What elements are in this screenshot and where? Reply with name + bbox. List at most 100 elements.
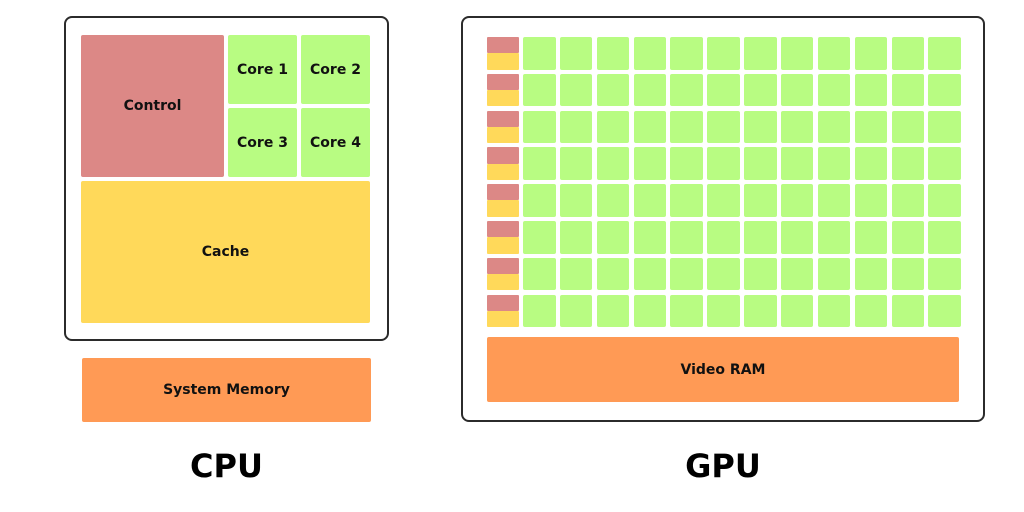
gpu-core — [633, 257, 667, 291]
video-ram-block: Video RAM — [487, 337, 959, 402]
gpu-core — [633, 294, 667, 328]
gpu-core — [559, 257, 593, 291]
gpu-core — [596, 37, 630, 70]
gpu-core — [707, 110, 740, 144]
gpu-cache-unit — [487, 274, 519, 291]
gpu-core — [559, 37, 593, 70]
gpu-cache-unit — [487, 126, 519, 144]
gpu-core — [523, 147, 556, 180]
gpu-core — [633, 110, 667, 144]
gpu-core — [817, 221, 851, 254]
gpu-core — [817, 37, 851, 70]
gpu-core — [633, 184, 667, 217]
gpu-core — [817, 294, 851, 328]
gpu-core — [596, 73, 630, 107]
gpu-control-unit — [487, 221, 519, 238]
gpu-core — [928, 221, 961, 254]
gpu-core — [854, 147, 888, 180]
gpu-core — [744, 110, 777, 144]
gpu-core — [891, 110, 924, 144]
gpu-core — [707, 294, 740, 328]
gpu-cache-unit — [487, 310, 519, 328]
gpu-core — [670, 257, 703, 291]
gpu-core — [891, 184, 924, 217]
gpu-core — [596, 147, 630, 180]
gpu-core — [891, 294, 924, 328]
gpu-core — [670, 184, 703, 217]
gpu-core — [633, 147, 667, 180]
gpu-core — [596, 221, 630, 254]
gpu-core — [744, 294, 777, 328]
gpu-core — [670, 147, 703, 180]
gpu-core — [928, 147, 961, 180]
gpu-core — [780, 294, 814, 328]
gpu-core — [854, 184, 888, 217]
gpu-core — [559, 184, 593, 217]
gpu-control-unit — [487, 110, 519, 127]
cpu-core-3: Core 3 — [228, 108, 297, 177]
gpu-control-unit — [487, 147, 519, 164]
gpu-core — [523, 184, 556, 217]
gpu-core — [670, 110, 703, 144]
gpu-core — [854, 221, 888, 254]
gpu-core — [523, 37, 556, 70]
gpu-core — [817, 73, 851, 107]
gpu-core — [780, 73, 814, 107]
gpu-core — [780, 147, 814, 180]
gpu-core — [891, 73, 924, 107]
gpu-core — [559, 110, 593, 144]
gpu-core — [928, 110, 961, 144]
gpu-core — [817, 257, 851, 291]
gpu-core — [744, 221, 777, 254]
cpu-core-1: Core 1 — [228, 35, 297, 104]
gpu-core — [744, 37, 777, 70]
gpu-control-unit — [487, 73, 519, 91]
gpu-core — [854, 294, 888, 328]
gpu-core — [780, 257, 814, 291]
gpu-core — [780, 221, 814, 254]
gpu-core — [744, 147, 777, 180]
gpu-core — [523, 294, 556, 328]
gpu-cache-unit — [487, 90, 519, 107]
cpu-core-2: Core 2 — [301, 35, 370, 104]
gpu-core — [707, 221, 740, 254]
gpu-core — [928, 257, 961, 291]
gpu-core — [596, 110, 630, 144]
gpu-core — [744, 257, 777, 291]
gpu-core — [633, 221, 667, 254]
gpu-control-unit — [487, 37, 519, 54]
gpu-core — [596, 257, 630, 291]
gpu-core — [707, 184, 740, 217]
gpu-core — [559, 147, 593, 180]
gpu-core — [817, 110, 851, 144]
gpu-core — [744, 184, 777, 217]
gpu-cache-unit — [487, 237, 519, 254]
gpu-core — [633, 37, 667, 70]
gpu-label: GPU — [685, 447, 761, 485]
gpu-core — [633, 73, 667, 107]
gpu-cache-unit — [487, 163, 519, 180]
gpu-core — [523, 110, 556, 144]
system-memory-block: System Memory — [82, 358, 371, 422]
gpu-core — [891, 147, 924, 180]
gpu-control-unit — [487, 294, 519, 311]
gpu-core — [707, 37, 740, 70]
gpu-core — [670, 221, 703, 254]
gpu-core — [780, 184, 814, 217]
gpu-core — [891, 37, 924, 70]
cpu-label: CPU — [190, 447, 263, 485]
gpu-core — [670, 73, 703, 107]
gpu-core — [596, 294, 630, 328]
cpu-control-block: Control — [81, 35, 224, 177]
gpu-core — [928, 294, 961, 328]
cpu-cache-block: Cache — [81, 181, 370, 323]
gpu-core — [780, 37, 814, 70]
gpu-core — [523, 221, 556, 254]
gpu-core — [891, 221, 924, 254]
gpu-core — [928, 73, 961, 107]
gpu-core — [559, 73, 593, 107]
gpu-cache-unit — [487, 53, 519, 70]
gpu-core — [523, 257, 556, 291]
gpu-core — [670, 37, 703, 70]
gpu-core — [854, 73, 888, 107]
